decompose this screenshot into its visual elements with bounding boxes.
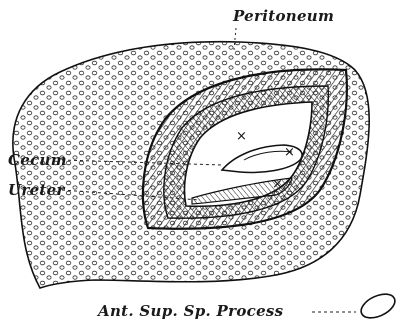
cross-mark: × [236,129,247,144]
ant-sup-sp-process-oval [357,289,398,322]
cross-mark: × [284,145,295,160]
ureter-label: Ureter [8,183,65,198]
cecum-label: Cecum [8,153,67,168]
ant-sup-sp-process-label: Ant. Sup. Sp. Process [98,304,283,319]
peritoneum-label: Peritoneum [233,9,334,24]
cross-mark: × [272,177,283,192]
